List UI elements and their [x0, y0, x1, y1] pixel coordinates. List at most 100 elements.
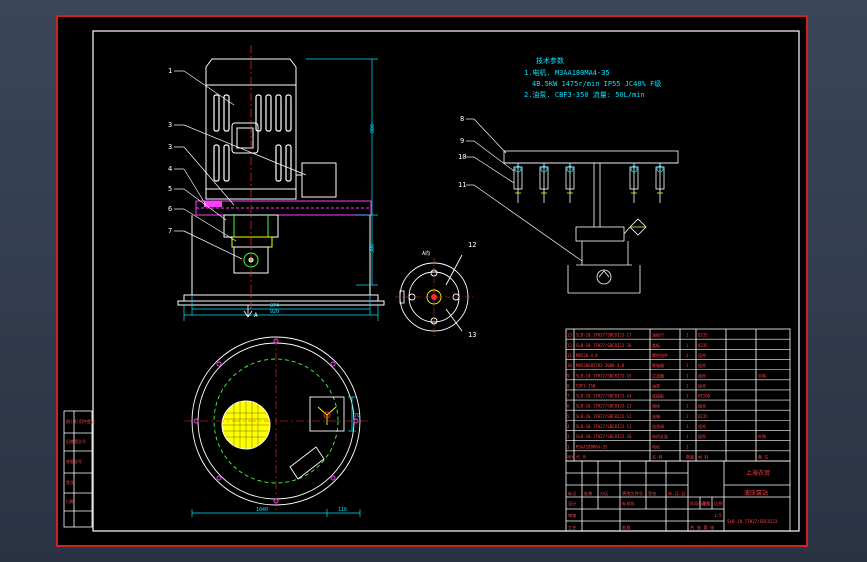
- bom-header-no: 序号: [567, 454, 575, 460]
- bom-cell-mat: HT200: [698, 394, 711, 399]
- bom-cell-mat: 组合: [698, 352, 706, 358]
- tb-mark: 标记: [568, 490, 577, 497]
- tb-scale-label: 比例: [714, 500, 722, 507]
- balloon-9: 9: [460, 137, 464, 145]
- bom-cell-name: 油泵: [652, 382, 660, 388]
- inner-frame: [92, 30, 800, 532]
- side-table-r5: 日期: [66, 498, 74, 504]
- bom-cell-qty: 1: [686, 394, 689, 399]
- bom-cell-mat: Q235: [698, 343, 708, 348]
- dim-base1: 874: [270, 303, 279, 309]
- dim-plan1: 1040: [256, 507, 268, 513]
- bom-cell-name: 溢流阀: [652, 423, 664, 429]
- bom-cell-no: 4: [567, 424, 570, 429]
- bom-cell-no: 7: [567, 394, 570, 399]
- bom-cell-name: 盖板: [652, 342, 660, 348]
- balloon-7: 7: [168, 227, 172, 235]
- balloon-3a: 3: [168, 121, 172, 129]
- bom-cell-no: 11: [567, 353, 572, 358]
- bom-cell-name: 联轴器: [652, 362, 664, 368]
- bom-cell-name: 连接板: [652, 393, 664, 399]
- tb-check: 审核: [568, 512, 577, 519]
- bom-cell-qty: 1: [686, 434, 689, 439]
- section-arrow-a: [243, 305, 253, 318]
- bom-cell-qty: 1: [686, 414, 689, 419]
- tb-stage-label: 阶段标记: [690, 500, 708, 507]
- tb-drawing-name: 液压泵站: [744, 489, 768, 497]
- bom-cell-code: M3AA180MA4-35: [576, 444, 608, 449]
- bom-cell-note: 外购: [758, 372, 766, 378]
- dim-side: 70: [354, 413, 360, 419]
- tb-design: 设计: [568, 500, 576, 507]
- a-view-label: A向: [422, 250, 430, 257]
- a-view-detail: [395, 254, 473, 336]
- bom-cell-mat: 组合: [698, 382, 706, 388]
- bom-cell-name: 油箱: [652, 413, 660, 419]
- bom-header-note: 备 注: [758, 454, 768, 460]
- bom-cell-name: 电机: [652, 443, 660, 449]
- side-table-r3: 底图总号: [66, 458, 82, 464]
- tb-zone: 分区: [600, 490, 608, 497]
- tb-company: 上海农贸: [746, 469, 770, 477]
- plan-dimensions: [191, 396, 361, 517]
- bom-cell-code: SLB-10.1TH27/SBC8IJ3-10: [576, 434, 632, 439]
- side-table-r2: 旧底图总号: [66, 438, 86, 444]
- plan-view-tank: [184, 336, 368, 511]
- bom-cell-code: SLB-10.1TH27/SBC8IJ3-16: [576, 343, 632, 348]
- balloon-6: 6: [168, 205, 172, 213]
- bom-cell-qty: 2: [686, 353, 689, 358]
- bom-cell-code: SLB-10.1TH27/SBC8IJ3-11: [576, 424, 632, 429]
- tech-params-title: 技术参数: [536, 56, 564, 65]
- bom-cell-qty: 1: [686, 363, 689, 368]
- bom-cell-no: 10: [567, 363, 572, 368]
- balloon-11: 11: [458, 181, 466, 189]
- tb-change: 更改文件号: [622, 490, 643, 497]
- bom-cell-mat: Q235: [698, 333, 708, 338]
- side-table-r1: 借(通)用件登记: [66, 418, 95, 424]
- bom-cell-code: CBF3-350: [576, 383, 596, 388]
- bom-header-name: 名 称: [652, 454, 662, 460]
- balloon-4: 4: [168, 165, 172, 173]
- front-leaders: [174, 70, 307, 260]
- tb-scale: 1:5: [714, 513, 722, 518]
- bom-cell-no: 12: [567, 343, 572, 348]
- balloon-1: 1: [168, 67, 172, 75]
- bom-cell-mat: 组合: [698, 403, 706, 409]
- bom-cell-qty: 1: [686, 373, 689, 378]
- dim-height-lower: 300: [370, 244, 376, 253]
- tb-sign: 签名: [648, 490, 656, 497]
- dim-height-total: 800: [370, 124, 376, 133]
- bom-cell-no: 8: [567, 383, 570, 388]
- balloon-12: 12: [468, 241, 476, 249]
- bom-cell-code: M8X20-4.8: [576, 353, 598, 358]
- bom-cell-no: 5: [567, 414, 570, 419]
- balloon-8: 8: [460, 115, 464, 123]
- bom-cell-code: SLB-10.1TH27/SBC8IJ3-12: [576, 414, 632, 419]
- bom-cell-qty: 1: [686, 424, 689, 429]
- side-register-table: [63, 410, 93, 528]
- tb-process: 工艺: [568, 525, 576, 530]
- bom-cell-no: 3: [567, 434, 570, 439]
- outer-frame: [56, 15, 808, 547]
- tb-weight-label: 重量: [702, 500, 710, 507]
- bom-cell-no: 1: [567, 444, 570, 449]
- bom-cell-name: 油标尺: [652, 332, 664, 338]
- bom-cell-mat: 组合: [698, 362, 706, 368]
- bom-cell-qty: 1: [686, 333, 689, 338]
- bom-cell-no: 9: [567, 373, 570, 378]
- balloon-3b: 3: [168, 143, 172, 151]
- bom-cell-mat: 组合: [698, 423, 706, 429]
- bom-cell-qty: 1: [686, 404, 689, 409]
- valve-station-row: [513, 163, 665, 203]
- tb-sheet-label: 共 张 第 张: [690, 524, 715, 531]
- balloon-5: 5: [168, 185, 172, 193]
- schematic-leaders: [466, 118, 583, 262]
- bom-cell-mat: 组合: [698, 372, 706, 378]
- bom-cell-mat: 组合: [698, 433, 706, 439]
- dim-base2: 920: [270, 309, 279, 315]
- front-dimensions: [183, 58, 379, 321]
- balloon-13: 13: [468, 331, 476, 339]
- bom-cell-qty: 1: [686, 444, 689, 449]
- bom-cell-no: 13: [567, 333, 572, 338]
